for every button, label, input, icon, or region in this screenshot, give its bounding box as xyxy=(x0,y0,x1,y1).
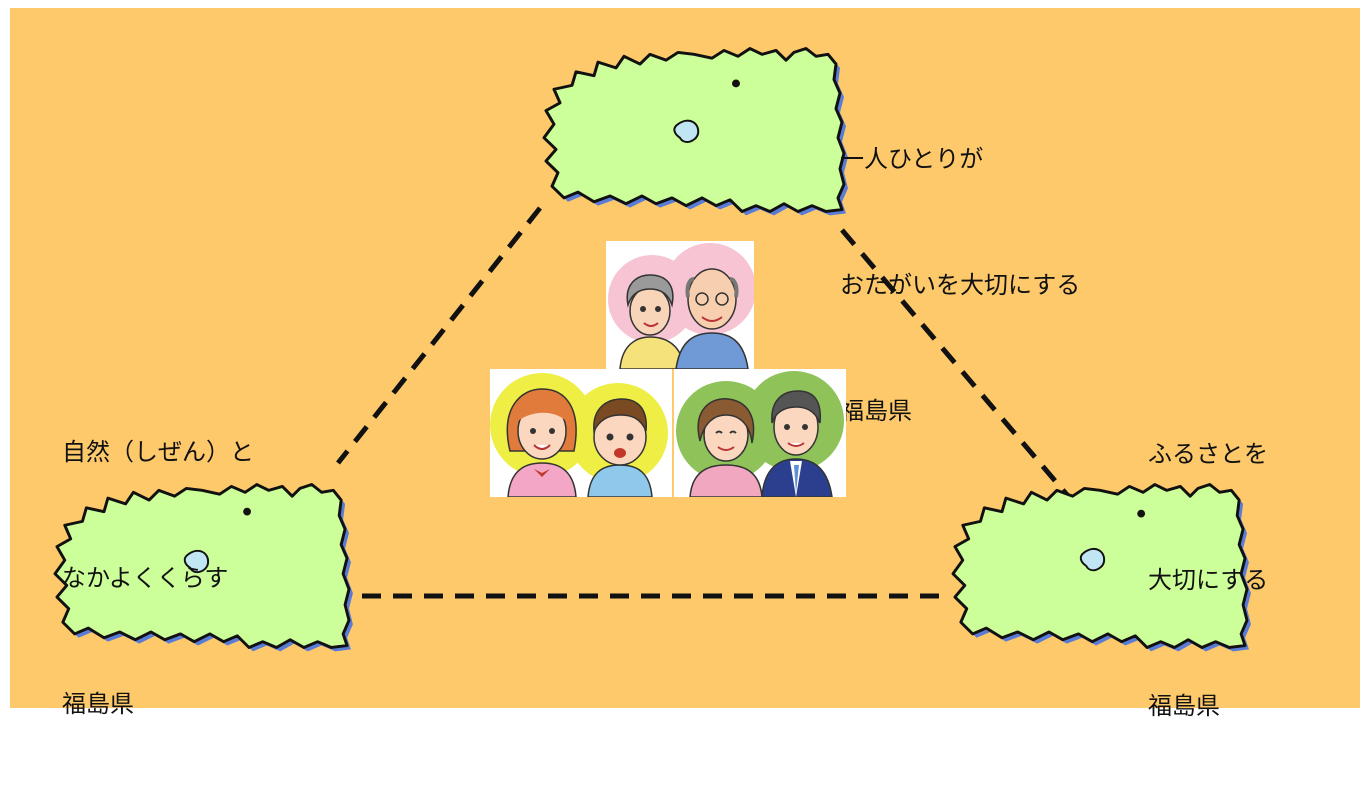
caption-right: ふるさとを 大切にする 福島県 xyxy=(1148,349,1268,811)
children-illustration xyxy=(490,369,672,497)
caption-right-line-2: 大切にする xyxy=(1148,566,1269,594)
fukushima-map-right xyxy=(951,483,1251,652)
caption-right-line-1: ふるさとを xyxy=(1148,440,1268,468)
fukushima-map-left xyxy=(53,483,353,652)
caption-left-line-3: 福島県 xyxy=(62,690,134,718)
caption-left: 自然（しぜん）と なかよくくらす 福島県 xyxy=(62,347,254,809)
caption-top-line-3: 福島県 xyxy=(840,397,912,425)
connector-top-left xyxy=(336,206,542,465)
caption-top: 一人ひとりが おたがいを大切にする 福島県 xyxy=(840,54,1080,516)
adult-couple-illustration xyxy=(674,369,846,497)
caption-right-line-3: 福島県 xyxy=(1148,692,1220,720)
fukushima-map-top xyxy=(542,47,848,216)
connector-top-right xyxy=(840,228,1070,498)
caption-left-line-1: 自然（しぜん）と xyxy=(62,438,254,466)
caption-top-line-2: おたがいを大切にする xyxy=(840,271,1081,299)
caption-left-line-2: なかよくくらす xyxy=(62,564,229,592)
caption-top-line-1: 一人ひとりが xyxy=(840,145,984,173)
elderly-couple-illustration xyxy=(606,241,754,369)
diagram-panel: 一人ひとりが おたがいを大切にする 福島県 自然（しぜん）と なかよくくらす 福… xyxy=(10,8,1360,720)
